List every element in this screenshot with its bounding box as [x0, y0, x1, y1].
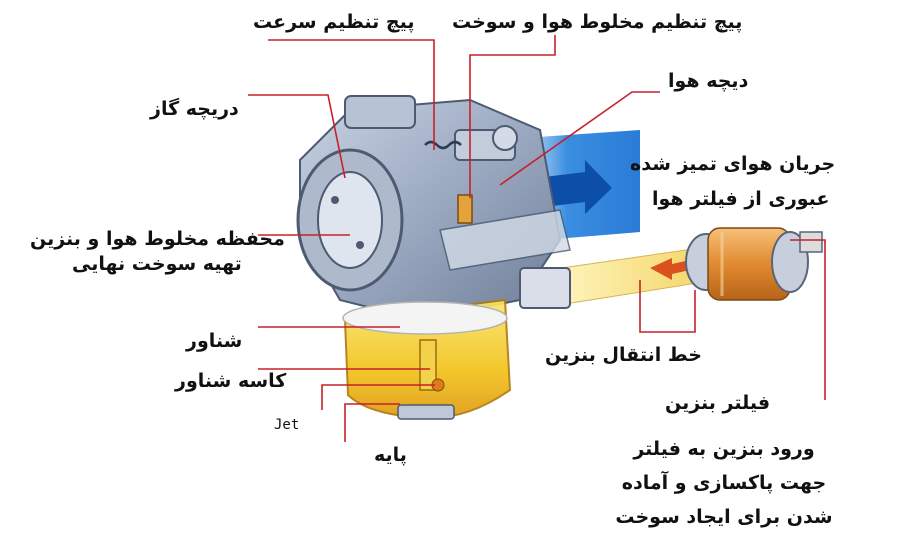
- label-air-valve: دیچه هوا: [668, 70, 749, 92]
- leader-lines: [248, 35, 826, 442]
- label-fuel-filter: فیلتر بنزین: [665, 392, 771, 414]
- label-fuel-line: خط انتقال بنزین: [545, 344, 702, 366]
- label-throttle: دریچه گاز: [150, 98, 239, 120]
- label-mixture-screw: پیچ تنظیم مخلوط هوا و سوخت: [452, 11, 743, 33]
- fuel-filter-part: [685, 227, 823, 301]
- label-mixing-chamber-1: محفظه مخلوط هوا و بنزین: [30, 228, 285, 250]
- fuel-flow-arrow-icon: [650, 258, 690, 280]
- fuel-line-tube: [547, 247, 705, 307]
- label-fuel-entry-1: ورود بنزین به فیلتر: [633, 438, 815, 460]
- label-clean-air-2: عبوری از فیلتر هوا: [652, 188, 830, 210]
- label-jet: Jet: [274, 417, 300, 433]
- label-base: پایه: [374, 444, 407, 466]
- float-bowl-part: [342, 298, 512, 420]
- label-mixing-chamber-2: تهیه سوخت نهایی: [72, 253, 242, 275]
- label-fuel-entry: ورود بنزین به فیلتر جهت پاکسازی و آماده …: [606, 432, 842, 534]
- label-fuel-entry-2: جهت پاکسازی و آماده: [621, 472, 827, 494]
- label-speed-screw: پیچ تنظیم سرعت: [253, 11, 415, 33]
- label-float-bowl: کاسه شناور: [175, 370, 287, 392]
- carburetor-body: [296, 95, 571, 322]
- label-clean-air-1: جریان هوای تمیز شده: [630, 153, 836, 175]
- label-float: شناور: [186, 330, 243, 352]
- label-fuel-entry-3: شدن برای ایجاد سوخت: [615, 506, 833, 528]
